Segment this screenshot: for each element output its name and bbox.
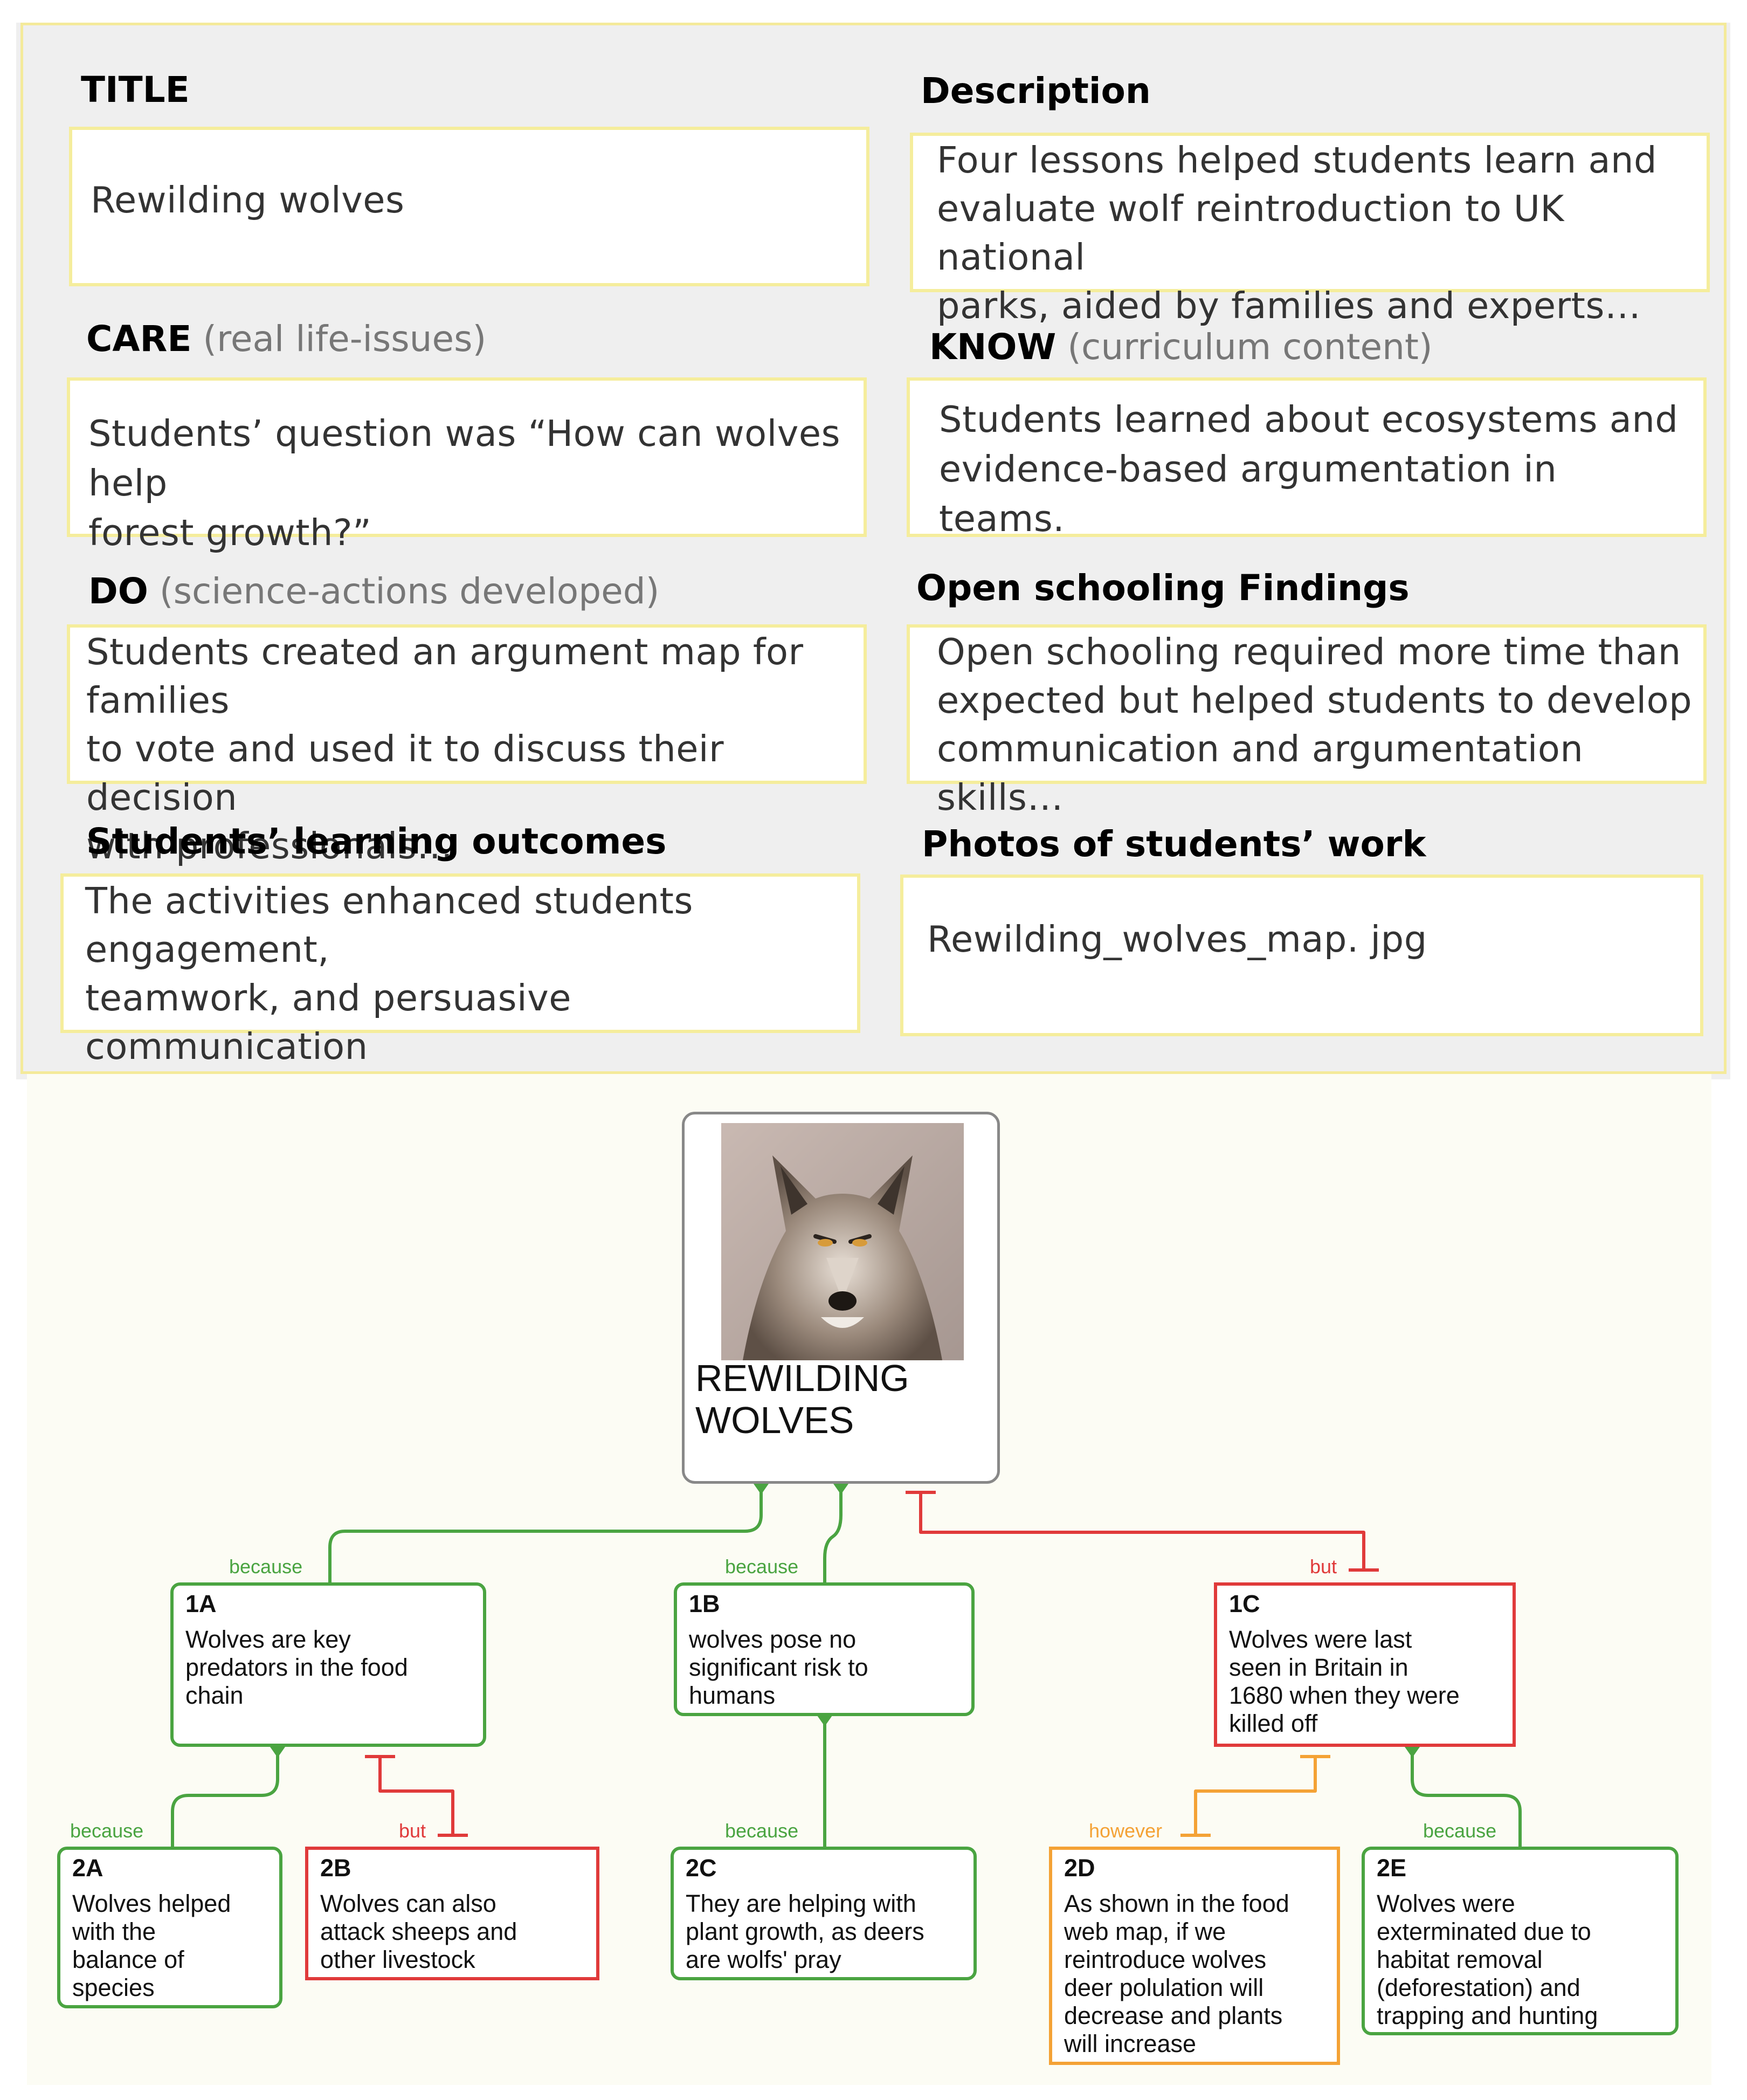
findings-heading: Open schooling Findings — [916, 567, 1410, 609]
label-2d: however — [1089, 1820, 1163, 1842]
objection-node-1c[interactable]: 1C Wolves were last seen in Britain in 1… — [1214, 1582, 1516, 1747]
node-text: wolves pose no significant risk to human… — [689, 1626, 868, 1709]
care-field[interactable]: Students’ question was “How can wolves h… — [67, 377, 867, 554]
connector-1b — [823, 1484, 843, 1582]
title-heading: TITLE — [81, 69, 190, 111]
photos-field[interactable]: Rewilding_wolves_map. jpg — [900, 875, 1703, 1036]
node-text: Wolves were last seen in Britain in 1680… — [1229, 1626, 1460, 1737]
node-text: Wolves are key predators in the food cha… — [185, 1626, 408, 1709]
label-2a: because — [70, 1820, 144, 1842]
arrowhead-2c — [817, 1716, 832, 1726]
node-id: 1C — [1229, 1590, 1260, 1617]
care-sub: (real life-issues) — [191, 318, 487, 360]
photos-heading: Photos of students’ work — [922, 823, 1426, 865]
connector-1c — [919, 1492, 1365, 1569]
description-field[interactable]: Four lessons helped students learn and e… — [910, 133, 1710, 327]
node-text: Wolves helped with the balance of specie… — [72, 1890, 231, 2001]
connector-2a — [171, 1747, 279, 1847]
connector-2d — [1194, 1757, 1317, 1834]
reason-node-1a[interactable]: 1A Wolves are key predators in the food … — [170, 1582, 486, 1747]
node-text: Wolves were exterminated due to habitat … — [1377, 1890, 1598, 2029]
do-sub: (science-actions developed) — [148, 570, 660, 612]
node-id: 2B — [320, 1854, 351, 1882]
label-1c: but — [1310, 1555, 1337, 1578]
connector-2e — [1411, 1747, 1522, 1847]
do-field[interactable]: Students created an argument map for fam… — [67, 624, 867, 867]
node-id: 1B — [689, 1590, 720, 1617]
know-heading: KNOW (curriculum content) — [929, 326, 1433, 368]
reason-node-2c[interactable]: 2C They are helping with plant growth, a… — [671, 1847, 977, 1980]
label-2b: but — [399, 1820, 426, 1842]
know-sub: (curriculum content) — [1056, 326, 1433, 368]
root-claim-title: REWILDING WOLVES — [695, 1357, 909, 1441]
do-heading: DO (science-actions developed) — [88, 570, 659, 612]
label-1a: because — [229, 1555, 303, 1578]
node-id: 2C — [686, 1854, 717, 1882]
arrowhead-2a — [270, 1747, 285, 1758]
know-label: KNOW — [929, 326, 1057, 368]
connector-1a — [328, 1484, 763, 1582]
reason-node-1b[interactable]: 1B wolves pose no significant risk to hu… — [674, 1582, 975, 1716]
description-heading: Description — [921, 70, 1151, 112]
care-heading: CARE (real life-issues) — [86, 318, 486, 360]
care-label: CARE — [86, 318, 192, 360]
reason-node-2a[interactable]: 2A Wolves helped with the balance of spe… — [57, 1847, 282, 2008]
root-claim-card[interactable]: REWILDING WOLVES — [682, 1112, 1000, 1484]
node-id: 2A — [72, 1854, 103, 1882]
node-id: 2D — [1064, 1854, 1095, 1882]
know-field[interactable]: Students learned about ecosystems and ev… — [907, 377, 1707, 540]
node-text: Wolves can also attack sheeps and other … — [320, 1890, 517, 1973]
outcomes-heading: Students’ learning outcomes — [86, 821, 667, 862]
label-2c: because — [725, 1820, 799, 1842]
arrowhead-1a — [754, 1484, 769, 1495]
do-label: DO — [88, 570, 148, 612]
label-1b: because — [725, 1555, 799, 1578]
node-text: As shown in the food web map, if we rein… — [1064, 1890, 1289, 2057]
rebuttal-node-2d[interactable]: 2D As shown in the food web map, if we r… — [1049, 1847, 1340, 2065]
connector-2b — [378, 1757, 454, 1834]
title-field[interactable]: Rewilding wolves — [69, 127, 869, 286]
node-id: 2E — [1377, 1854, 1407, 1882]
objection-node-2b[interactable]: 2B Wolves can also attack sheeps and oth… — [305, 1847, 599, 1980]
arrowhead-2e — [1405, 1747, 1420, 1758]
findings-field[interactable]: Open schooling required more time than e… — [907, 624, 1707, 818]
node-text: They are helping with plant growth, as d… — [686, 1890, 924, 1973]
arrowhead-1b — [833, 1484, 848, 1495]
reason-node-2e[interactable]: 2E Wolves were exterminated due to habit… — [1362, 1847, 1679, 2035]
node-id: 1A — [185, 1590, 217, 1617]
wolf-photo-icon — [721, 1123, 964, 1360]
outcomes-field[interactable]: The activities enhanced students engagem… — [60, 873, 860, 1116]
label-2e: because — [1423, 1820, 1497, 1842]
